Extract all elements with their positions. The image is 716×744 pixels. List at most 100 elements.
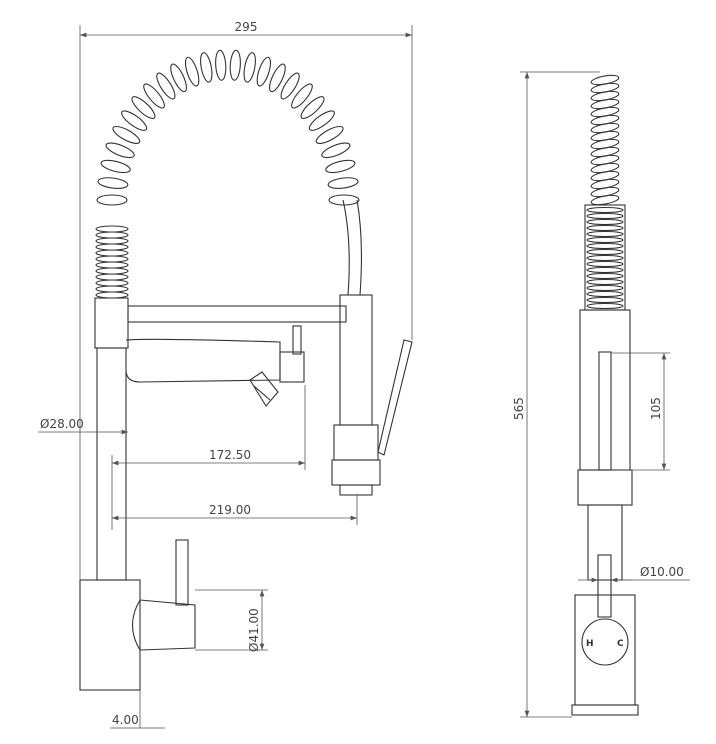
- label-172-50: 172.50: [209, 448, 251, 462]
- label-d10: Ø10.00: [640, 565, 684, 579]
- spring-loop: [156, 72, 176, 100]
- sprayer-lever: [377, 339, 413, 456]
- sprayer-nozzle: [339, 484, 373, 496]
- side-foot: [571, 704, 639, 716]
- side-sprayer-lever: [598, 351, 612, 471]
- spring-loop: [586, 296, 624, 304]
- hose: [342, 199, 362, 296]
- spring-loop: [586, 224, 624, 232]
- spring-loop: [95, 237, 129, 245]
- spring-loop: [96, 194, 128, 206]
- spring-loop: [280, 72, 300, 100]
- spring-loop: [586, 236, 624, 244]
- spring-loop: [95, 267, 129, 275]
- spring-loop: [586, 260, 624, 268]
- sprayer-head: [331, 459, 381, 486]
- spring-loop: [586, 266, 624, 274]
- spring-loop: [586, 212, 624, 220]
- label-d28: Ø28.00: [40, 417, 84, 431]
- spring-loop: [308, 110, 335, 131]
- side-spring-coil: [586, 74, 624, 310]
- spring-loop: [590, 194, 620, 206]
- spring-loop: [586, 284, 624, 292]
- sprayer-collar: [333, 424, 379, 461]
- body-collar: [94, 297, 129, 349]
- spring-loop: [229, 49, 241, 81]
- spring-loop: [97, 177, 129, 189]
- spring-loop: [586, 290, 624, 298]
- side-sprayer-body: [579, 309, 631, 471]
- spring-loop: [95, 249, 129, 257]
- hot-mark: H: [586, 639, 594, 649]
- spring-loop: [291, 83, 313, 109]
- spring-loop: [586, 302, 624, 310]
- spring-loop: [586, 278, 624, 286]
- label-4: 4.00: [112, 713, 139, 727]
- spring-loop: [112, 125, 141, 144]
- spring-loop: [143, 83, 165, 109]
- side-collar: [577, 469, 633, 506]
- dimension-sprayer-reach: 219.00: [112, 495, 358, 525]
- cold-mark: C: [617, 639, 624, 649]
- spring-loop: [95, 273, 129, 281]
- spring-loop: [586, 242, 624, 250]
- spring-loop: [100, 159, 131, 174]
- spring-loop: [586, 254, 624, 262]
- side-view: H C: [571, 74, 639, 716]
- dimension-spout-reach: 172.50: [111, 385, 306, 530]
- body-column: [96, 347, 127, 581]
- spring-loop: [95, 231, 129, 239]
- label-219: 219.00: [209, 503, 251, 517]
- dimension-lever-diameter: Ø41.00: [195, 589, 268, 652]
- spring-loop: [121, 110, 148, 131]
- spring-loop: [243, 52, 256, 83]
- mixer-lever: [175, 539, 189, 606]
- spring-loop: [586, 248, 624, 256]
- spring-loop: [200, 52, 213, 83]
- spring-coil: [95, 49, 360, 299]
- spring-loop: [325, 159, 356, 174]
- spring-loop: [184, 56, 200, 87]
- dimension-overall-height: 565: [512, 71, 600, 718]
- side-mixer-dial: [581, 618, 629, 666]
- spring-loop: [315, 125, 344, 144]
- side-mixer-lever: [597, 554, 612, 618]
- spring-loop: [95, 279, 129, 287]
- spout-arm: [125, 338, 281, 383]
- spring-loop: [586, 230, 624, 238]
- holder-bar: [127, 305, 347, 323]
- spring-loop: [269, 63, 286, 93]
- dimension-body-diameter: Ø28.00: [38, 417, 128, 435]
- spring-loop: [300, 96, 325, 120]
- aerator: [249, 371, 279, 407]
- spring-loop: [215, 49, 227, 81]
- spring-loop: [170, 63, 187, 93]
- label-d41: Ø41.00: [247, 608, 261, 652]
- sprayer-body: [339, 294, 373, 426]
- spout-end: [279, 351, 305, 383]
- spring-loop: [95, 291, 129, 299]
- diverter-knob: [292, 325, 302, 355]
- dimension-sprayer-height: 105: [611, 352, 670, 471]
- spring-loop: [131, 96, 156, 120]
- dimension-side-lever-diameter: Ø10.00: [578, 565, 690, 583]
- label-105: 105: [649, 397, 663, 420]
- spring-loop: [256, 56, 272, 87]
- base-block: [79, 579, 141, 691]
- spring-loop: [105, 142, 135, 159]
- spring-loop: [586, 206, 624, 214]
- dimension-overall-width: 295: [79, 20, 413, 580]
- spring-loop: [586, 272, 624, 280]
- spring-loop: [95, 261, 129, 269]
- spring-loop: [95, 243, 129, 251]
- spring-loop: [95, 255, 129, 263]
- label-295: 295: [235, 20, 258, 34]
- spring-loop: [586, 218, 624, 226]
- label-565: 565: [512, 397, 526, 420]
- spring-loop: [95, 285, 129, 293]
- front-view: [79, 49, 413, 691]
- mixer-body: [131, 599, 196, 651]
- spring-loop: [95, 225, 129, 233]
- side-column: [587, 504, 623, 581]
